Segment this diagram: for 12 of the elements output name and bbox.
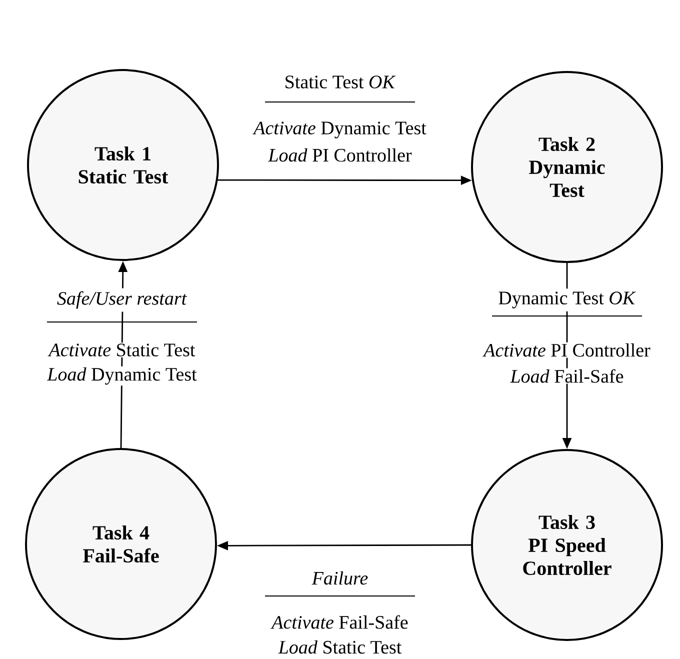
- action-text: Activate Static Test: [48, 344, 196, 356]
- action-text: Load Static Test: [278, 640, 402, 654]
- edge-label: Failure: [312, 571, 368, 585]
- edge-label: Safe/User restart: [57, 291, 188, 309]
- action-text: Load Dynamic Test: [46, 367, 197, 385]
- edge-label: Dynamic Test OK: [498, 292, 636, 308]
- action-text: Load Fail-Safe: [510, 369, 624, 383]
- edge-label: Static Test OK: [286, 76, 396, 88]
- action-text: Activate Dynamic Test: [252, 122, 426, 138]
- action-text: Activate PI Controller: [482, 343, 650, 357]
- action-text: Load PI Controller: [268, 148, 412, 162]
- action-text: Activate Fail-Safe: [270, 615, 408, 629]
